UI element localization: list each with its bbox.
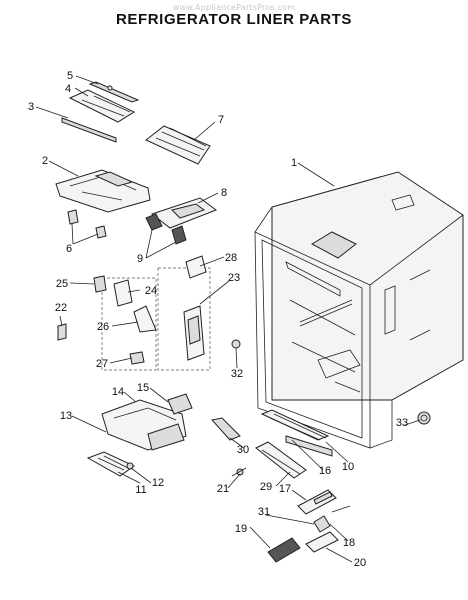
- watermark: www.AppliancePartsPros.com: [172, 3, 296, 12]
- callout-18: 18: [343, 537, 355, 549]
- callout-22: 22: [55, 302, 67, 314]
- shelf-part: [55, 169, 151, 213]
- slide-rail-part: [260, 409, 333, 457]
- callout-31: 31: [258, 506, 270, 518]
- light-socket-part: [145, 213, 187, 245]
- callout-23: 23: [228, 272, 240, 284]
- callout-1: 1: [291, 157, 297, 169]
- callout-19: 19: [235, 523, 247, 535]
- callout-9: 9: [137, 253, 143, 265]
- shelf-leg-part: [67, 209, 107, 239]
- light-housing-part: [150, 197, 218, 229]
- crisper-frame-part: [86, 451, 135, 477]
- callout-30: 30: [237, 444, 249, 456]
- light-rail-part: [61, 81, 140, 143]
- callout-3: 3: [28, 101, 34, 113]
- callout-24: 24: [145, 285, 157, 297]
- damper-part: [267, 489, 351, 563]
- callout-13: 13: [60, 410, 72, 422]
- page-title: REFRIGERATOR LINER PARTS: [115, 11, 353, 28]
- callout-6: 6: [66, 243, 72, 255]
- callout-26: 26: [97, 321, 109, 333]
- light-shield-part: [145, 125, 211, 165]
- cover-assembly-part: [157, 255, 241, 371]
- callout-17: 17: [279, 483, 291, 495]
- callout-11: 11: [135, 484, 146, 496]
- callout-4: 4: [65, 83, 71, 95]
- leader-lines: [35, 75, 421, 563]
- callout-29: 29: [260, 481, 272, 493]
- callout-33: 33: [396, 417, 408, 429]
- drawer-rail-part: [211, 417, 307, 479]
- callout-7: 7: [218, 114, 224, 126]
- callout-8: 8: [221, 187, 227, 199]
- foot-bracket-part: [417, 411, 431, 425]
- liner-cabinet-part: [254, 171, 464, 449]
- callout-2: 2: [42, 155, 48, 167]
- crisper-cover-part: [101, 399, 187, 451]
- crisper-bracket-part: [167, 393, 193, 415]
- callout-21: 21: [217, 483, 229, 495]
- callout-15: 15: [137, 382, 149, 394]
- bracket-assembly-part: [57, 275, 157, 371]
- callout-28: 28: [225, 252, 237, 264]
- callout-12: 12: [152, 477, 164, 489]
- callout-27: 27: [96, 358, 108, 370]
- callout-32: 32: [231, 368, 243, 380]
- callout-5: 5: [67, 70, 73, 82]
- callout-10: 10: [342, 461, 354, 473]
- callout-14: 14: [112, 386, 124, 398]
- callout-20: 20: [354, 557, 366, 569]
- callout-16: 16: [319, 465, 331, 477]
- callout-numbers: 1 2 3 4 5 6 7 8 9 10 11 12 13 14 15 16 1…: [28, 70, 408, 569]
- callout-25: 25: [56, 278, 68, 290]
